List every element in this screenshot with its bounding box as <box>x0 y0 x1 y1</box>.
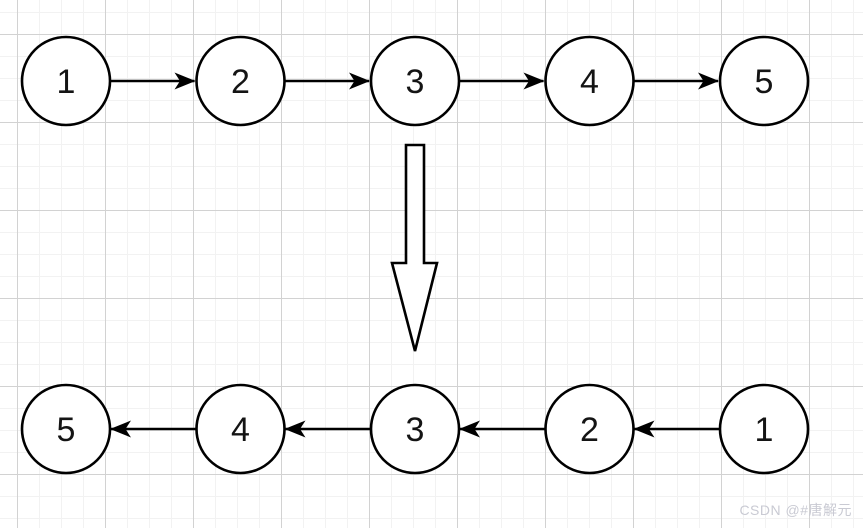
bottom-node-5: 5 <box>20 383 112 475</box>
bottom-node-1: 1 <box>718 383 810 475</box>
node-label: 4 <box>231 411 250 449</box>
bottom-node-4: 4 <box>195 383 286 475</box>
transform-down-arrow-icon <box>390 143 439 352</box>
top-node-5: 5 <box>718 35 810 127</box>
node-label: 5 <box>755 63 774 101</box>
node-label: 2 <box>231 63 250 101</box>
node-circle <box>20 383 112 475</box>
watermark: CSDN @#唐解元 <box>739 502 852 518</box>
node-circle <box>369 35 461 127</box>
bottom-node-3: 3 <box>369 383 461 475</box>
node-circle <box>544 383 635 475</box>
top-linked-list: 1 2 3 4 5 <box>20 35 810 127</box>
node-circle <box>718 383 810 475</box>
node-label: 4 <box>580 63 599 101</box>
node-label: 2 <box>580 411 599 449</box>
bottom-linked-list: 5 4 3 2 1 <box>20 383 810 475</box>
node-label: 1 <box>755 411 774 449</box>
bottom-node-2: 2 <box>544 383 635 475</box>
node-circle <box>195 383 286 475</box>
top-node-1: 1 <box>20 35 112 127</box>
top-node-2: 2 <box>195 35 286 127</box>
node-circle <box>20 35 112 127</box>
node-circle <box>718 35 810 127</box>
node-label: 1 <box>57 63 76 101</box>
node-circle <box>544 35 635 127</box>
node-circle <box>195 35 286 127</box>
node-circle <box>369 383 461 475</box>
node-label: 3 <box>406 63 425 101</box>
top-node-4: 4 <box>544 35 635 127</box>
top-node-3: 3 <box>369 35 461 127</box>
node-label: 3 <box>406 411 425 449</box>
node-label: 5 <box>57 411 76 449</box>
